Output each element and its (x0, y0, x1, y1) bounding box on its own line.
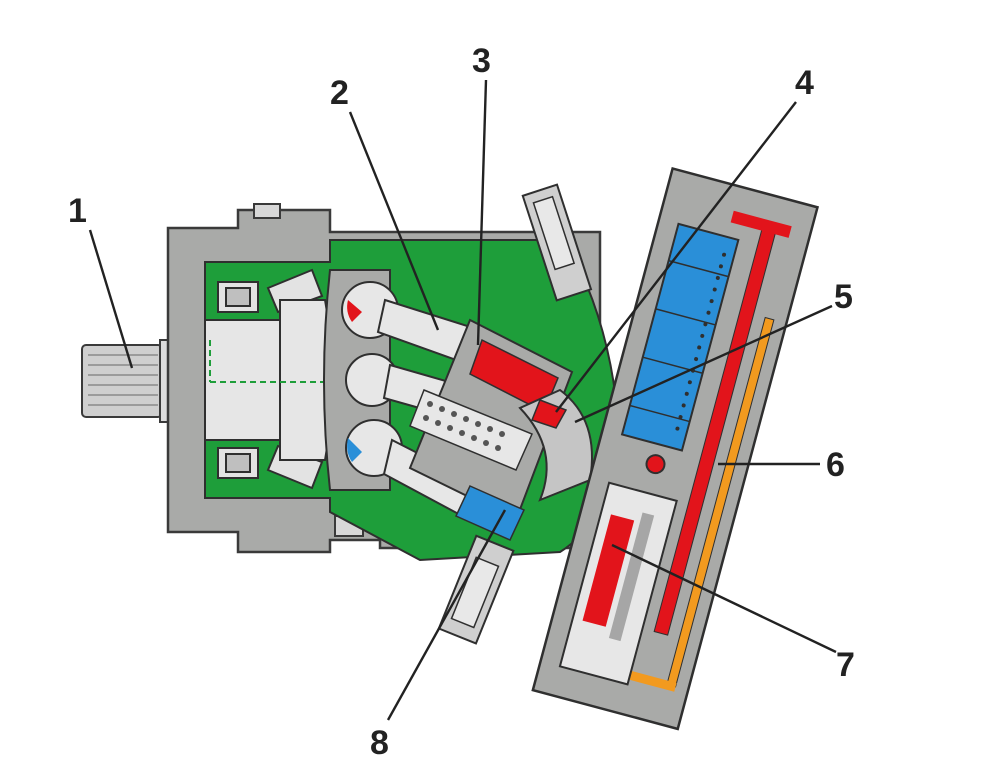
leader-3 (476, 79, 488, 346)
callout-labels: 1 2 3 4 5 6 7 8 (68, 42, 855, 762)
callout-2: 2 (330, 74, 349, 112)
callout-7: 7 (836, 646, 855, 684)
leader-4 (555, 101, 797, 413)
piston-upper (341, 281, 482, 367)
callout-1: 1 (68, 192, 87, 230)
leader-7 (611, 543, 837, 654)
callout-5: 5 (834, 278, 853, 316)
leader-lines (88, 79, 837, 721)
callout-3: 3 (472, 42, 491, 80)
shaft-flange (204, 299, 334, 461)
callout-6: 6 (826, 446, 845, 484)
leader-5 (574, 304, 833, 424)
control-lens (518, 388, 593, 502)
leader-8 (386, 509, 507, 721)
callout-4: 4 (795, 64, 814, 102)
port-plate-housing (531, 166, 820, 731)
cylinder-block (408, 318, 574, 541)
stop-screw-upper (521, 183, 593, 302)
leader-2 (348, 111, 440, 331)
leader-1 (88, 229, 134, 369)
stop-screw-lower (437, 534, 515, 645)
callout-8: 8 (370, 724, 389, 762)
